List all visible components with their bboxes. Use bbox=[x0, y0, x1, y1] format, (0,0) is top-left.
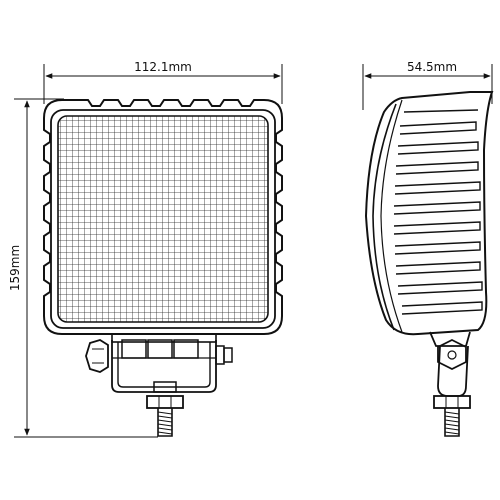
depth-label: 54.5mm bbox=[407, 60, 457, 74]
side-bracket bbox=[429, 331, 471, 397]
housing-outline bbox=[43, 99, 283, 335]
adjustment-nut-right bbox=[215, 345, 233, 365]
front-view bbox=[43, 99, 283, 437]
height-dimension: 159mm bbox=[8, 98, 158, 438]
side-bolt bbox=[433, 395, 471, 437]
bezel bbox=[50, 109, 276, 329]
mounting-bracket bbox=[111, 333, 217, 393]
side-view bbox=[364, 91, 494, 437]
side-housing bbox=[364, 91, 494, 336]
cooling-fins bbox=[393, 109, 483, 315]
height-label: 159mm bbox=[8, 245, 22, 291]
width-dimension: 112.1mm bbox=[43, 60, 283, 104]
side-lens-face bbox=[372, 103, 397, 331]
adjustment-knob-left bbox=[85, 339, 109, 373]
lens-grid bbox=[57, 115, 269, 323]
mounting-bolt bbox=[146, 381, 184, 437]
depth-dimension: 54.5mm bbox=[362, 60, 493, 110]
width-label: 112.1mm bbox=[134, 60, 192, 74]
